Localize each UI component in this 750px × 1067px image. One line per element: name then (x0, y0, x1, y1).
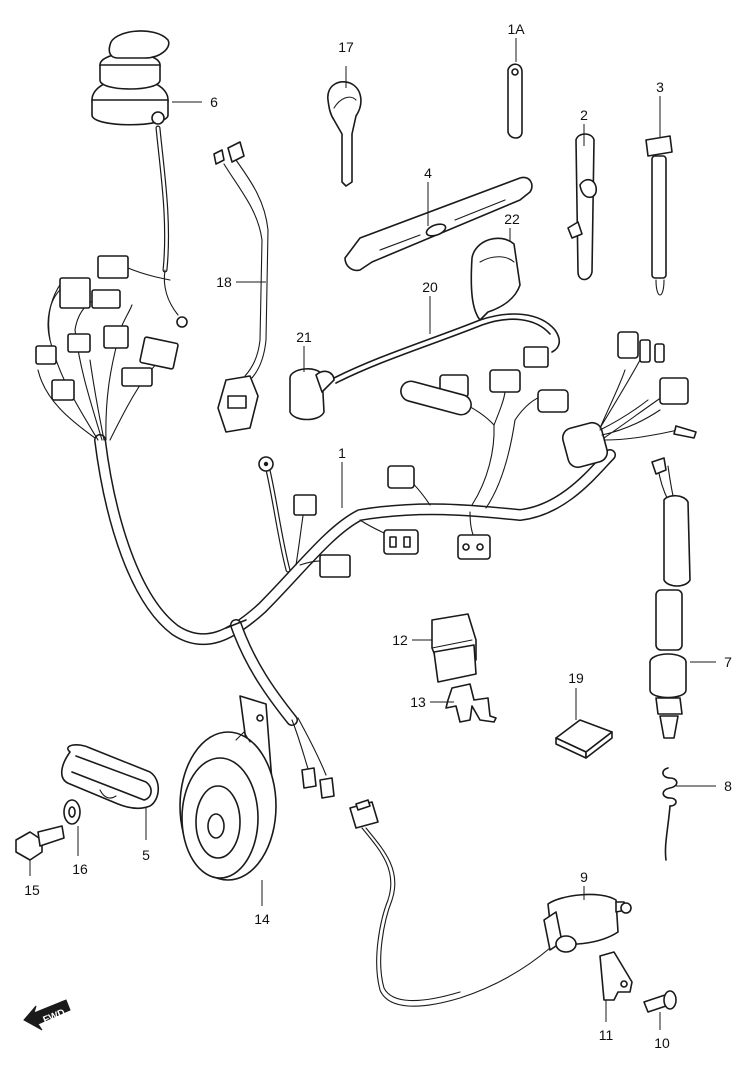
callout-19: 19 (568, 670, 584, 686)
callout-3: 3 (656, 79, 664, 95)
part-5-band (60, 743, 160, 809)
part-17-key (327, 81, 362, 187)
callout-2: 2 (580, 107, 588, 123)
callout-4: 4 (424, 165, 432, 181)
part-4-bracket (344, 176, 533, 272)
part-18-lead-wire (213, 141, 269, 433)
callout-6: 6 (210, 94, 218, 110)
callout-18: 18 (216, 274, 232, 290)
part-1a-clamp (507, 63, 523, 139)
part-2-clamp (567, 133, 597, 281)
part-11-switch-bracket (599, 951, 633, 1001)
part-22-boot (470, 237, 549, 368)
callout-11: 11 (599, 1027, 614, 1043)
part-10-screw (643, 990, 677, 1013)
leader-lines (29, 38, 716, 1030)
part-16-washer (63, 799, 81, 825)
callout-15: 15 (24, 882, 40, 898)
part-9-brake-light-switch (349, 799, 632, 1007)
callout-14: 14 (254, 911, 270, 927)
callout-7: 7 (724, 654, 732, 670)
callout-5: 5 (142, 847, 150, 863)
part-3-cable-tie (645, 135, 673, 296)
callout-9: 9 (580, 869, 588, 885)
callout-17: 17 (338, 39, 354, 55)
part-14-horn (179, 695, 277, 881)
part-20-high-tension-cord (333, 313, 561, 384)
callout-22: 22 (504, 211, 520, 227)
callout-1a: 1A (507, 21, 525, 37)
part-13-relay-bracket (445, 683, 497, 723)
callout-13: 13 (410, 694, 426, 710)
part-12-relay (431, 613, 477, 683)
part-1-main-wiring-harness (35, 255, 697, 726)
part-21-plug-cap (289, 368, 335, 421)
callout-1: 1 (338, 445, 346, 461)
callout-numbers: 17 1A 2 3 4 22 6 18 20 21 1 12 13 19 7 8… (24, 21, 732, 1051)
fwd-arrow-icon: FWD (23, 999, 71, 1031)
callout-21: 21 (296, 329, 312, 345)
callout-20: 20 (422, 279, 438, 295)
part-6-ignition-switch (91, 30, 188, 328)
callout-12: 12 (392, 632, 408, 648)
callout-10: 10 (654, 1035, 670, 1051)
part-19-pad (555, 719, 613, 759)
part-8-spring (662, 767, 678, 861)
callout-8: 8 (724, 778, 732, 794)
callout-16: 16 (72, 861, 88, 877)
part-15-bolt (15, 825, 65, 861)
part-7-neutral-switch (649, 457, 691, 739)
horn-lead-wires (291, 717, 335, 799)
